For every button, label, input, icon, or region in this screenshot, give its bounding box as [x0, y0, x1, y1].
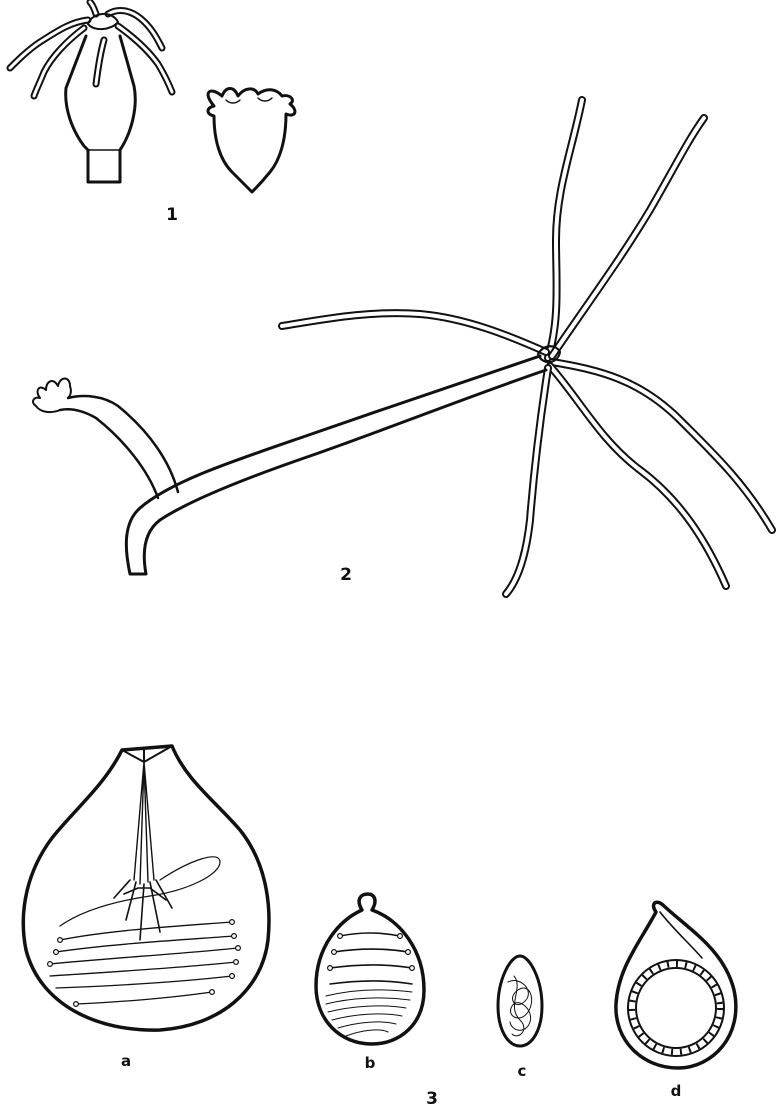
hydra-long-tentacles: [282, 100, 772, 594]
figure-1: 1: [10, 2, 295, 225]
figure-3-label: 3: [426, 1089, 438, 1109]
figure-1-label: 1: [166, 205, 178, 225]
nematocyst-c: c: [498, 956, 542, 1080]
nematocyst-b-label: b: [365, 1054, 376, 1072]
hydra-contracted-tentacle-stubs: [226, 98, 272, 103]
hydra-extended: [10, 2, 172, 182]
hydra-contracted: [208, 89, 295, 193]
hydra-bud: [33, 379, 178, 499]
nematocyst-d: d: [616, 902, 736, 1100]
nematocyst-d-ring-coil: [632, 964, 720, 1052]
nematocyst-b-coils: [328, 933, 415, 984]
hydra-extended-tentacles: [10, 2, 172, 96]
nematocyst-c-capsule: [498, 956, 542, 1046]
nematocyst-c-thread-tangle: [508, 976, 532, 1036]
figure-2-label: 2: [340, 565, 352, 585]
nematocyst-d-label: d: [671, 1082, 682, 1100]
hydra-long-body: [126, 356, 546, 574]
figure-2: 2: [33, 100, 772, 594]
nematocyst-d-ring-outer: [628, 960, 724, 1056]
nematocyst-b: b: [316, 894, 424, 1072]
nematocyst-c-label: c: [518, 1062, 527, 1080]
nematocyst-a: a: [23, 746, 269, 1070]
nematocyst-d-ring-inner: [636, 968, 716, 1048]
nematocyst-a-shaft: [134, 762, 154, 884]
figure-3: a: [23, 746, 736, 1109]
nematocyst-b-hatching: [326, 990, 412, 1036]
hydra-extended-hypostome: [88, 14, 118, 29]
hydra-contracted-body: [208, 89, 295, 193]
hydra-bud-head: [33, 379, 71, 413]
nematocyst-a-thread-coils: [48, 920, 241, 1007]
nematocyst-a-label: a: [121, 1052, 131, 1070]
hydra-bud-stalk-upper: [60, 409, 158, 498]
